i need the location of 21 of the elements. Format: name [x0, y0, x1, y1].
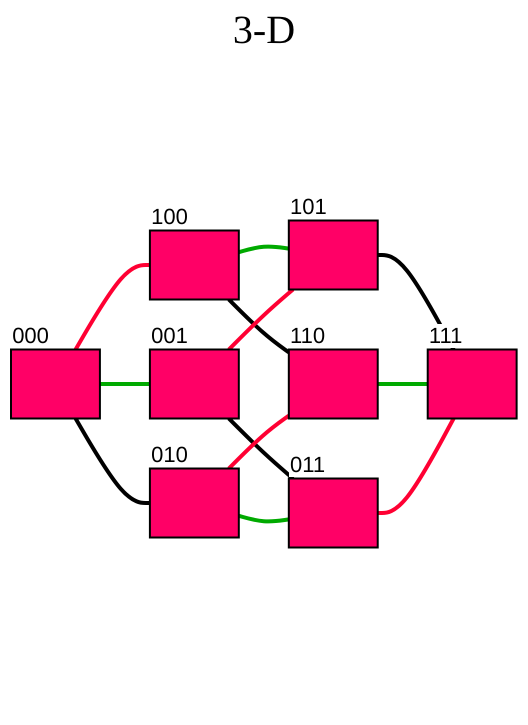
node-box	[288, 348, 379, 420]
node-caption: 111	[428, 324, 464, 348]
node-box	[288, 220, 379, 290]
connector	[378, 382, 428, 386]
node-box	[149, 468, 240, 538]
connector	[238, 244, 290, 254]
connector	[228, 417, 294, 480]
node-box	[149, 348, 240, 420]
connector	[228, 288, 294, 351]
connector	[74, 263, 150, 350]
connector	[228, 414, 290, 470]
node-box	[10, 348, 102, 420]
connector	[378, 418, 456, 515]
connector	[74, 418, 150, 505]
node-box	[426, 348, 518, 420]
connector	[238, 514, 290, 524]
diagram-label: 3-D	[232, 6, 296, 53]
connector	[228, 298, 290, 354]
node-box	[288, 478, 379, 548]
node-box	[149, 230, 240, 300]
connector	[100, 382, 150, 386]
